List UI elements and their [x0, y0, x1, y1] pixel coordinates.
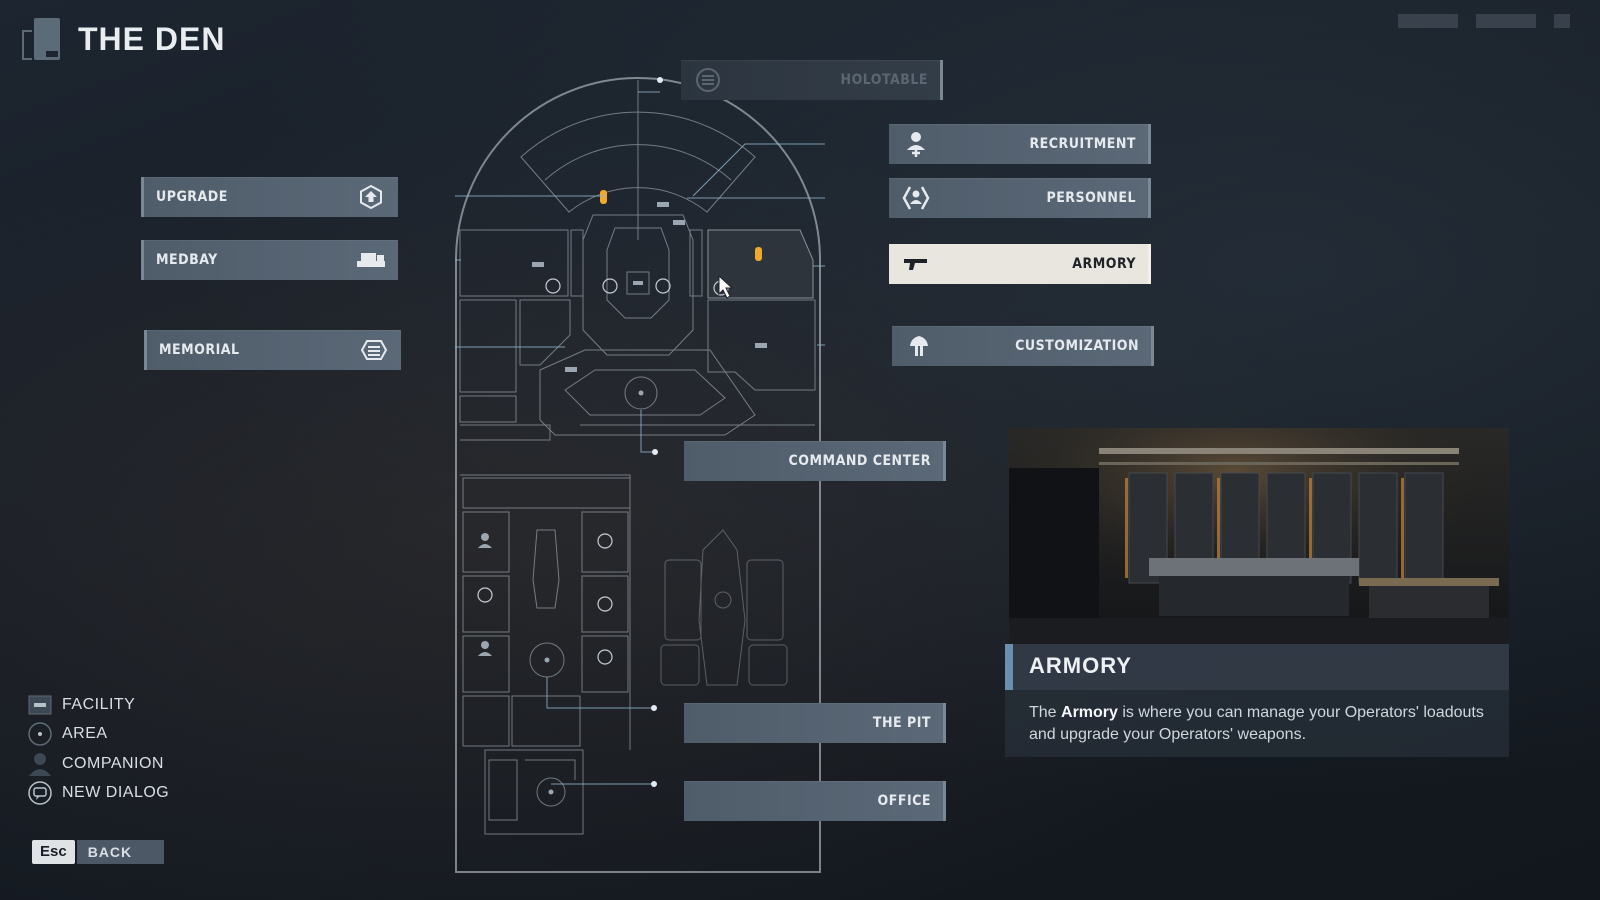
header: THE DEN	[20, 16, 225, 62]
legend-item-companion: COMPANION	[28, 749, 169, 779]
facility-info-panel: ARMORY The Armory is where you can manag…	[1005, 644, 1509, 757]
facility-button-upgrade[interactable]: UPGRADE	[141, 177, 398, 217]
desc-highlight: Armory	[1061, 704, 1118, 721]
desc-text: is where you can manage your Operators' …	[1029, 704, 1484, 743]
upgrade-icon	[356, 184, 386, 210]
esc-key-hint: Esc	[32, 840, 75, 864]
area-label: OFFICE	[877, 793, 931, 809]
facility-label: MEMORIAL	[159, 342, 240, 358]
area-label: THE PIT	[872, 715, 931, 731]
medbay-icon	[356, 250, 386, 270]
area-icon	[28, 722, 52, 746]
hud-decor	[1398, 14, 1570, 28]
den-icon	[20, 18, 60, 60]
facility-label: ARMORY	[1072, 256, 1136, 272]
back-label: BACK	[76, 840, 165, 864]
recruitment-icon	[901, 130, 931, 158]
back-button[interactable]: Esc BACK	[32, 840, 165, 864]
facility-label: HOLOTABLE	[840, 72, 928, 88]
map-legend: FACILITY AREA COMPANION NEW DIALOG	[28, 690, 169, 808]
facility-label: PERSONNEL	[1046, 190, 1136, 206]
legend-label: COMPANION	[62, 754, 164, 772]
area-button-command-center[interactable]: COMMAND CENTER	[684, 441, 946, 481]
legend-label: NEW DIALOG	[62, 784, 170, 802]
facility-button-holotable[interactable]: HOLOTABLE	[681, 60, 943, 100]
area-button-the-pit[interactable]: THE PIT	[684, 703, 946, 743]
facility-preview-image	[1009, 428, 1509, 644]
holotable-icon	[693, 67, 723, 93]
info-title-bar: ARMORY	[1005, 644, 1509, 690]
facility-button-armory[interactable]: ARMORY	[889, 244, 1151, 284]
personnel-icon	[901, 185, 931, 211]
facility-label: RECRUITMENT	[1029, 136, 1136, 152]
info-title: ARMORY	[1029, 653, 1132, 678]
memorial-icon	[359, 338, 389, 362]
customization-icon	[904, 334, 934, 358]
facility-button-customization[interactable]: CUSTOMIZATION	[892, 326, 1154, 366]
facility-label: MEDBAY	[156, 252, 218, 268]
facility-label: CUSTOMIZATION	[1015, 338, 1139, 354]
desc-text: The	[1029, 704, 1062, 721]
facility-label: UPGRADE	[156, 189, 228, 205]
info-description: The Armory is where you can manage your …	[1029, 702, 1489, 746]
legend-item-area: AREA	[28, 720, 169, 750]
legend-item-new-dialog: NEW DIALOG	[28, 779, 169, 809]
facility-button-recruitment[interactable]: RECRUITMENT	[889, 124, 1151, 164]
den-floor-map	[455, 77, 825, 873]
legend-label: FACILITY	[62, 695, 136, 713]
new-dialog-icon	[28, 781, 52, 805]
facility-button-memorial[interactable]: MEMORIAL	[144, 330, 401, 370]
area-button-office[interactable]: OFFICE	[684, 781, 946, 821]
legend-item-facility: FACILITY	[28, 690, 169, 720]
area-label: COMMAND CENTER	[788, 453, 931, 469]
legend-label: AREA	[62, 725, 108, 743]
facility-icon	[28, 693, 52, 717]
companion-icon	[28, 752, 52, 776]
facility-button-medbay[interactable]: MEDBAY	[141, 240, 398, 280]
page-title: THE DEN	[78, 20, 226, 57]
armory-icon	[901, 255, 931, 273]
facility-button-personnel[interactable]: PERSONNEL	[889, 178, 1151, 218]
